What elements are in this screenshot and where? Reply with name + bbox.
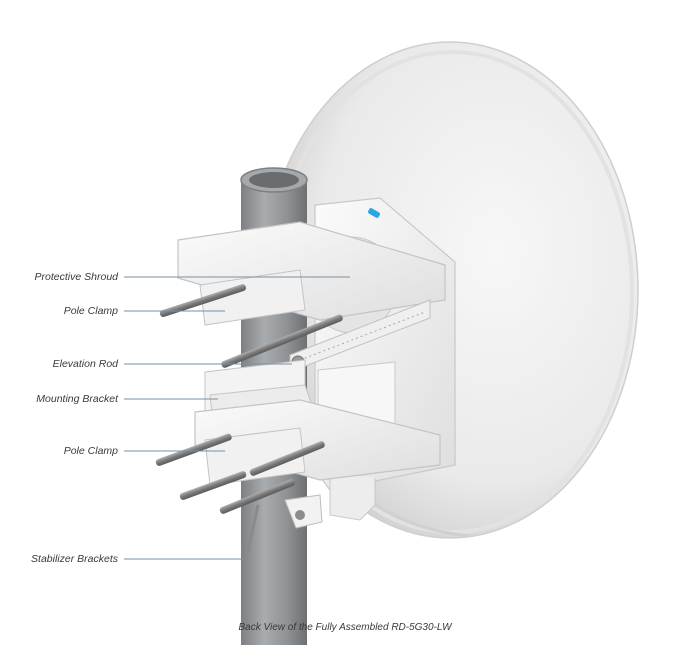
- upper-bracket: [177, 221, 446, 326]
- stabilizer-bracket: [244, 494, 323, 561]
- figure-caption: Back View of the Fully Assembled RD-5G30…: [238, 622, 452, 633]
- lower-bracket: [194, 399, 441, 486]
- label-pole-clamp-upper: Pole Clamp: [63, 305, 118, 317]
- label-stabilizer-brackets: Stabilizer Brackets: [31, 553, 118, 565]
- label-pole-clamp-lower: Pole Clamp: [63, 445, 118, 457]
- threaded-rods: [155, 284, 343, 514]
- label-elevation-rod: Elevation Rod: [52, 358, 118, 370]
- label-mounting-bracket: Mounting Bracket: [36, 393, 118, 405]
- label-protective-shroud: Protective Shroud: [34, 271, 118, 283]
- callout-leaders: [124, 276, 350, 560]
